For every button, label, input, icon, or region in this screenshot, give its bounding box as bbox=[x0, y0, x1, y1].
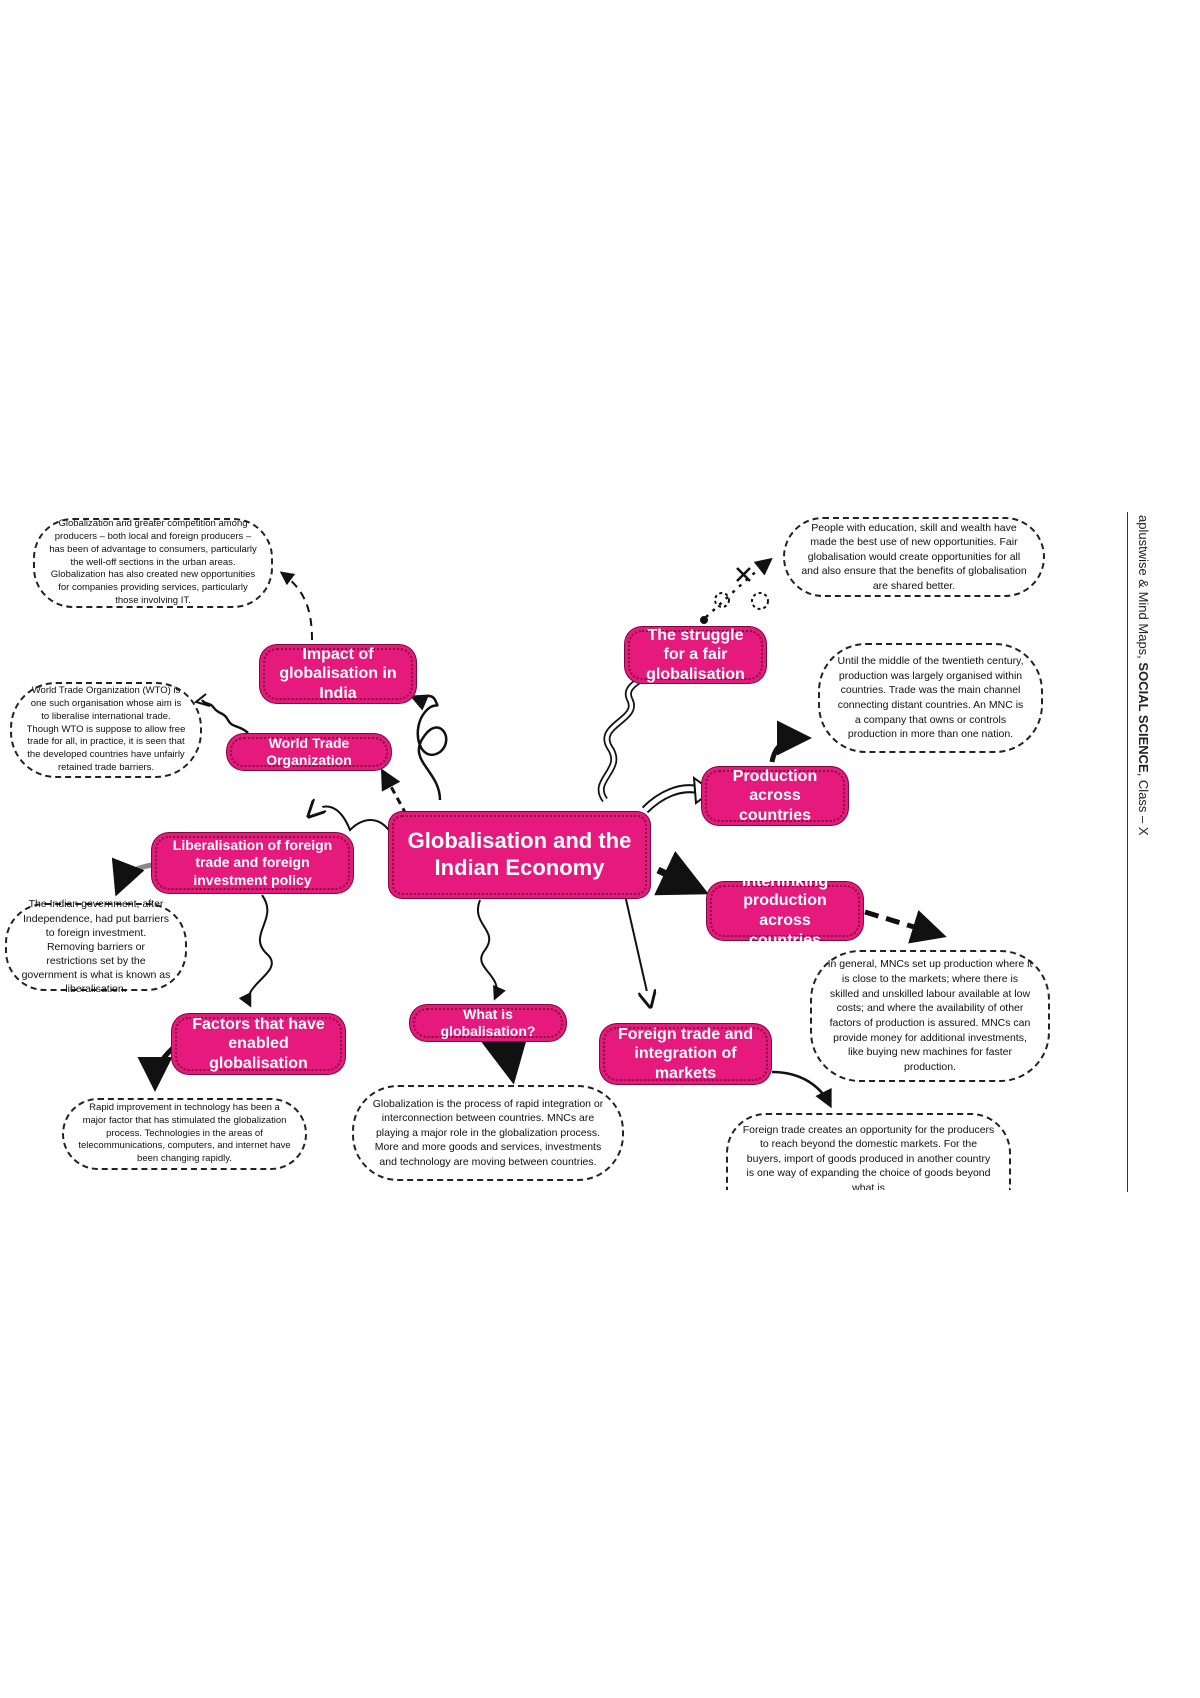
side-caption-subject: SOCIAL SCIENCE bbox=[1136, 662, 1151, 773]
note-factors: Rapid improvement in technology has been… bbox=[62, 1098, 307, 1170]
note-interlinking-text: In general, MNCs set up production where… bbox=[827, 958, 1033, 1074]
link-interlinking bbox=[654, 851, 709, 896]
side-rule bbox=[1127, 512, 1128, 1192]
link-struggle-inner bbox=[599, 668, 654, 802]
note-foreign-trade-text: Foreign trade creates an opportunity for… bbox=[742, 1124, 995, 1190]
central-topic-label: Globalisation and the Indian Economy bbox=[407, 828, 632, 880]
note-interlinking: In general, MNCs set up production where… bbox=[810, 950, 1050, 1082]
node-impact: Impact of globalisation in India bbox=[263, 646, 413, 702]
link-what-is bbox=[477, 899, 506, 1001]
note-impact-text: Globalization and greater competition am… bbox=[49, 518, 257, 607]
side-caption-prefix: aplustwise & Mind Maps, bbox=[1136, 515, 1151, 663]
node-interlinking: Interlinking production across countries bbox=[710, 873, 860, 949]
link-foreign-trade bbox=[624, 894, 650, 1005]
note-liberalisation: The Indian government, after Independenc… bbox=[5, 898, 187, 995]
note-production-text: Until the middle of the twentieth centur… bbox=[837, 654, 1024, 741]
note-liberalisation-text: The Indian government, after Independenc… bbox=[21, 898, 171, 996]
link-wto-note-head bbox=[193, 693, 211, 707]
node-liberalisation: Liberalisation of foreign trade and fore… bbox=[155, 836, 350, 890]
link-production-note bbox=[769, 720, 812, 763]
node-struggle: The struggle for a fair globalisation bbox=[628, 627, 763, 683]
node-production-label: Production across countries bbox=[732, 767, 818, 824]
link-production-head bbox=[692, 775, 714, 805]
note-wto-text: World Trade Organization (WTO) is one su… bbox=[26, 685, 186, 774]
node-factors: Factors that have enabled globalisation bbox=[175, 1015, 342, 1072]
node-what-is: What is globalisation? bbox=[413, 1005, 563, 1039]
side-caption-suffix: , Class – X bbox=[1136, 772, 1151, 836]
node-what-is-label: What is globalisation? bbox=[440, 1005, 536, 1039]
note-struggle-text: People with education, skill and wealth … bbox=[801, 521, 1027, 592]
link-wto-note bbox=[200, 699, 249, 734]
node-struggle-label: The struggle for a fair globalisation bbox=[646, 626, 745, 683]
note-production: Until the middle of the twentieth centur… bbox=[818, 643, 1043, 753]
play-o-2 bbox=[751, 592, 769, 610]
note-impact: Globalization and greater competition am… bbox=[33, 518, 273, 608]
note-factors-text: Rapid improvement in technology has been… bbox=[78, 1101, 291, 1165]
play-dot bbox=[700, 616, 708, 624]
link-wto bbox=[380, 768, 414, 826]
link-liberalisation bbox=[310, 807, 396, 841]
play-o-1 bbox=[714, 592, 730, 608]
node-liberalisation-label: Liberalisation of foreign trade and fore… bbox=[172, 837, 333, 888]
link-what-is-note bbox=[480, 1031, 529, 1085]
node-production: Production across countries bbox=[705, 768, 845, 824]
note-what-is: Globalization is the process of rapid in… bbox=[352, 1085, 624, 1181]
side-caption: aplustwise & Mind Maps, SOCIAL SCIENCE, … bbox=[1130, 515, 1156, 875]
node-foreign-trade-label: Foreign trade and integration of markets bbox=[617, 1025, 754, 1082]
note-wto: World Trade Organization (WTO) is one su… bbox=[10, 682, 202, 778]
central-topic: Globalisation and the Indian Economy bbox=[392, 815, 647, 895]
node-impact-label: Impact of globalisation in India bbox=[279, 645, 397, 702]
node-factors-label: Factors that have enabled globalisation bbox=[192, 1015, 325, 1072]
note-foreign-trade: Foreign trade creates an opportunity for… bbox=[726, 1113, 1011, 1190]
link-impact bbox=[409, 694, 448, 801]
link-factors-note bbox=[137, 1046, 175, 1092]
note-struggle: People with education, skill and wealth … bbox=[783, 517, 1045, 597]
node-wto-label: World Trade Organization bbox=[266, 734, 352, 768]
link-liberalisation-note bbox=[111, 857, 153, 897]
play-x-1 bbox=[736, 567, 751, 582]
node-foreign-trade: Foreign trade and integration of markets bbox=[603, 1025, 768, 1082]
node-wto: World Trade Organization bbox=[230, 734, 388, 768]
link-impact-note bbox=[279, 571, 313, 641]
node-interlinking-label: Interlinking production across countries bbox=[741, 872, 829, 949]
link-interlinking-note bbox=[864, 909, 947, 944]
note-what-is-text: Globalization is the process of rapid in… bbox=[372, 1097, 604, 1168]
link-foreign-trade-note bbox=[771, 1070, 832, 1109]
link-factors bbox=[238, 894, 273, 1008]
